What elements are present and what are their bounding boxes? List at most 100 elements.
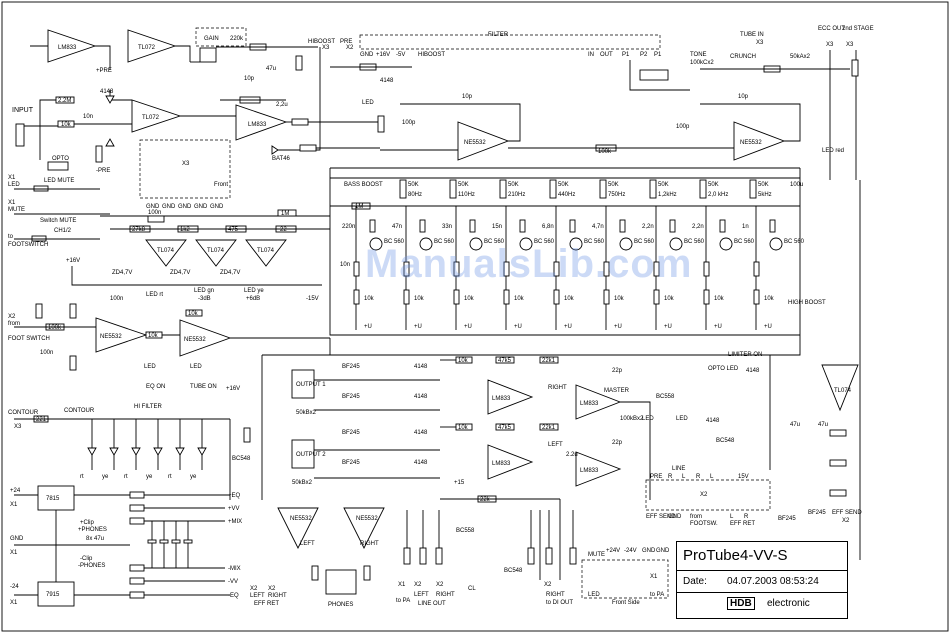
x1-gnd: X1: [10, 550, 18, 556]
eq-res-top-0: [353, 261, 360, 277]
title-block-date-label: Date:: [683, 576, 707, 587]
ic-lm833-d-label: LM833: [580, 401, 599, 407]
ecc-out-label: ECC OUT: [818, 26, 845, 32]
cap-100p-filter-b: 100p: [676, 124, 690, 130]
input-section: LM833 TL072 +PRE TL072 INPUT 2.2M 10k 10…: [8, 27, 318, 248]
contour-color-5: ye: [190, 474, 197, 480]
x2-foot: X2: [8, 314, 16, 320]
eq-res-top-8: [753, 261, 760, 277]
resistor-10k-lim1: [829, 429, 847, 437]
regulator-7915-label: 7915: [46, 592, 60, 598]
zener-1: ZD4,7V: [112, 270, 132, 276]
tone-p1b: P1: [654, 52, 662, 58]
resistor-1m-eq-label: 1M: [355, 204, 363, 210]
opto-coupler: [47, 161, 69, 171]
gnd-2: GND: [162, 204, 176, 210]
led-ye-lim: LED: [676, 416, 688, 422]
resistor-1k2-label: 1k2: [180, 227, 190, 233]
strip-pre: PRE: [650, 474, 662, 480]
diode-bat46: [271, 145, 279, 155]
contour-led-0: [87, 447, 97, 456]
opamp-ne5532-c: [95, 317, 148, 353]
eq-pot-label-2: 50K: [508, 182, 519, 188]
resistor-10k-eq: [69, 355, 77, 371]
contour-label: CONTOUR: [64, 408, 95, 414]
title-block-divider-1: [677, 570, 847, 571]
rail-resistor-3: [129, 564, 145, 572]
cap-8x47u: 8x 47u: [86, 536, 104, 542]
ic-lm833-b-label: LM833: [248, 122, 267, 128]
second-stage-label: 2nd STAGE: [842, 26, 874, 32]
input-label: INPUT: [12, 107, 34, 114]
plus15-label: +15: [454, 480, 465, 486]
eq-res-label-0: 10k: [364, 296, 375, 302]
resistor-100n-bias: [147, 215, 165, 223]
eq-cap-4: [569, 219, 576, 233]
eq-res-bot-3: [503, 289, 510, 305]
filter-m5: -5V: [396, 52, 405, 58]
eq-transistor-7: [719, 237, 733, 251]
eq-pot-label-1: 50K: [458, 182, 469, 188]
resistor-22k1-l: [539, 423, 559, 431]
resistor-1m-bias-label: 1M: [281, 211, 289, 217]
eq-res-label-1: 10k: [414, 296, 425, 302]
resistor-10k-fb-label: 10k: [188, 311, 199, 317]
eq-cap-label-0: 220n: [342, 224, 355, 230]
contour-color-0: rt: [80, 474, 84, 480]
eq-res-top-7: [703, 261, 710, 277]
eq-supply-4: +U: [564, 324, 572, 330]
resistor-100k-foot-label: 100k: [48, 325, 62, 331]
eq-transistor-0: [369, 237, 383, 251]
pre-top-label: PRE: [340, 39, 352, 45]
tone-pot: [639, 69, 669, 81]
company-logo: HDB: [727, 597, 755, 610]
eq-res-top-6: [653, 261, 660, 277]
ic-lm833-f-label: LM833: [580, 468, 599, 474]
cap-100u-eq: 100u: [790, 182, 803, 188]
resistor-10k-lim3: [829, 489, 847, 497]
phones-minus-label: -PHONES: [78, 563, 105, 569]
eq-res-bot-4: [553, 289, 560, 305]
title-block-divider-2: [677, 592, 847, 593]
transistor-bc548-c: BC548: [716, 438, 735, 444]
eq-pot-7: [749, 179, 757, 199]
led-red-label: LED red: [822, 148, 844, 154]
eq-transistor-label-6: BC 560: [684, 239, 705, 245]
resistor-22k1-r-label: 22k1: [542, 358, 556, 364]
cap-10p-filter-b: 10p: [738, 94, 749, 100]
front-mute-label: MUTE: [588, 552, 605, 558]
foot-switch-label: FOOT SWITCH: [8, 336, 50, 342]
eq-res-bot-2: [453, 289, 460, 305]
contour-color-4: rt: [168, 474, 172, 480]
eq-res-bot-1: [403, 289, 410, 305]
resistor-10r-l: [311, 565, 319, 581]
eq-transistor-2: [469, 237, 483, 251]
cap-100n-bias: 100n: [148, 210, 161, 216]
cap-22p-r: 22p: [612, 368, 623, 374]
resistor-10k-in-label: 10k: [61, 122, 72, 128]
plus-clip-label: +Clip: [80, 520, 95, 526]
eq-supply-8: +U: [764, 324, 772, 330]
connector-strip-x2: [645, 479, 771, 511]
ic-tl072-a-label: TL072: [138, 45, 156, 51]
diode-4148-lim2: 4148: [706, 418, 720, 424]
ic-ne5532-d-label: NE5532: [184, 337, 206, 343]
cl-led-label: CL: [468, 586, 476, 592]
cap-47u-lim1: 47u: [790, 422, 800, 428]
switch-mute-label: Switch MUTE: [40, 218, 76, 224]
diode-4148-o2: 4148: [414, 394, 428, 400]
rail-label-4: -VV: [228, 579, 238, 585]
rail-label-2: +MIX: [228, 519, 242, 525]
filter-section: FILTER GND +16V -5V HIBOOST 4148 IN OUT …: [330, 26, 874, 180]
crunch-label: CRUNCH: [730, 54, 756, 60]
diode-4148-b: [105, 138, 115, 147]
front-x1: X1: [650, 574, 658, 580]
rail-resistor-4: [129, 577, 145, 585]
eq-cap-label-7: 2,2n: [692, 224, 704, 230]
eq-cap-1: [419, 219, 426, 233]
contour-led-5: [197, 447, 207, 456]
eq-pot-label-0: 50K: [408, 182, 419, 188]
contour-led-3: [153, 447, 163, 456]
